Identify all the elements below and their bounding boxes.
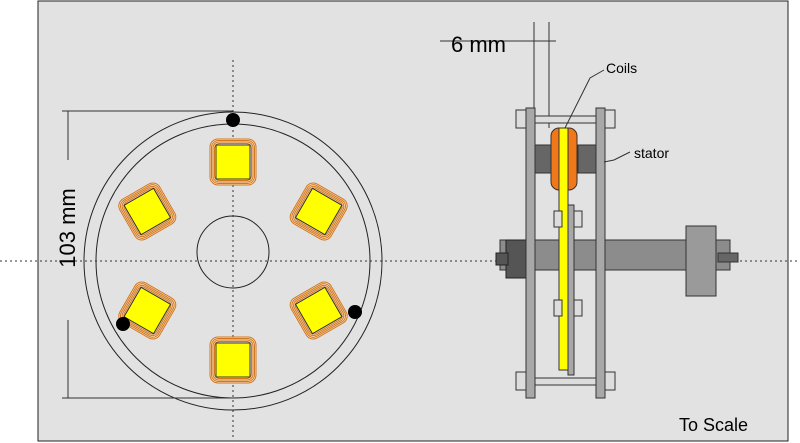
- mount-hole-left: [116, 317, 130, 331]
- coil-winding: [293, 185, 345, 238]
- coil-magnet-2: [289, 182, 348, 241]
- nut-rotor-lower: [553, 299, 563, 317]
- coil-winding: [294, 286, 343, 335]
- diameter-label: 103 mm: [55, 188, 80, 267]
- mount-hole-top: [226, 113, 240, 127]
- coil-winding: [293, 284, 345, 337]
- magnet: [123, 187, 172, 236]
- coil-winding: [119, 184, 175, 239]
- left-plate: [525, 107, 536, 399]
- nut-rotor-upper: [553, 210, 563, 228]
- coil-magnet-4: [209, 336, 257, 384]
- coils-leader: [564, 69, 605, 129]
- stator-block-left: [533, 144, 553, 174]
- nut-bottom-right: [604, 371, 616, 391]
- rotor-magnet-strip: [558, 127, 569, 371]
- nut-bottom-left: [515, 371, 527, 391]
- coil-winding: [123, 286, 172, 335]
- diameter-dimension: 103 mm: [55, 110, 233, 399]
- coil-winding: [214, 143, 252, 181]
- gap-label: 6 mm: [451, 32, 506, 57]
- coil-winding: [121, 284, 173, 337]
- magnet: [123, 286, 172, 335]
- right-plate: [595, 107, 606, 399]
- left-bearing: [505, 239, 527, 279]
- magnet-ring: [118, 138, 348, 384]
- coil-magnet-5: [118, 281, 177, 340]
- rotor-disc: [567, 204, 575, 376]
- magnet: [294, 286, 343, 335]
- nut-top-left: [515, 109, 527, 129]
- scale-note: To Scale: [679, 415, 748, 435]
- center-hole: [196, 215, 270, 289]
- stator-label: stator: [634, 145, 669, 161]
- coil-winding: [212, 141, 254, 183]
- coils-label: Coils: [606, 60, 637, 76]
- magnet: [215, 144, 251, 180]
- coil-magnet-6: [118, 182, 177, 241]
- front-view: 103 mm: [55, 110, 383, 411]
- shaft-end: [717, 252, 739, 263]
- coil-winding: [119, 283, 175, 338]
- coil-winding: [214, 341, 252, 379]
- coil-winding: [123, 187, 172, 236]
- coil-magnet-3: [289, 281, 348, 340]
- coil-magnet-1: [209, 138, 257, 186]
- magnet: [294, 187, 343, 236]
- coil-winding: [294, 187, 343, 236]
- magnet: [215, 342, 251, 378]
- stator-block-right: [577, 144, 597, 174]
- coil-winding: [211, 140, 255, 184]
- shaft-collar: [685, 225, 717, 297]
- outer-disc: [83, 111, 383, 411]
- nut-rotor-upper-r: [573, 210, 583, 228]
- shaft-tip: [495, 252, 509, 266]
- nut-rotor-lower-r: [573, 299, 583, 317]
- coil-winding: [211, 338, 255, 382]
- nut-top-right: [604, 109, 616, 129]
- gap-dimension: 6 mm: [440, 22, 556, 128]
- coil-winding: [212, 339, 254, 381]
- coil-winding: [291, 184, 347, 239]
- coil-winding: [121, 185, 173, 238]
- side-view: 6 mm Coils stator: [440, 22, 739, 399]
- coil-winding: [291, 283, 347, 338]
- mount-hole-right: [348, 305, 362, 319]
- stator-leader: [603, 151, 631, 163]
